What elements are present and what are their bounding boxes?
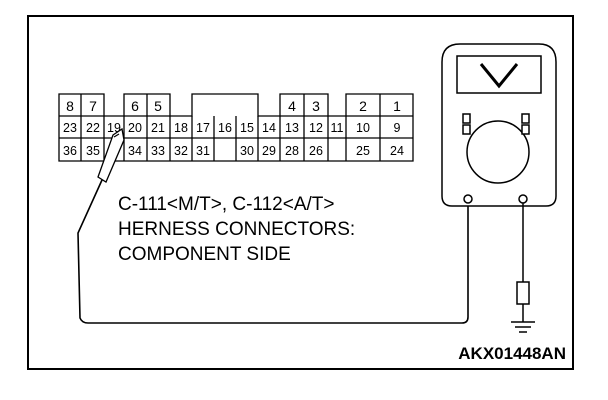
pin-label: 30 — [240, 144, 254, 158]
pin-label: 36 — [63, 144, 77, 158]
pin-label: 8 — [66, 98, 74, 114]
pin-label: 6 — [131, 98, 139, 114]
caption: C-111<M/T>, C-112<A/T> HERNESS CONNECTOR… — [118, 194, 355, 265]
pin-label: 5 — [154, 98, 162, 114]
pin-label: 31 — [196, 144, 210, 158]
caption-line-3: COMPONENT SIDE — [118, 244, 291, 265]
voltmeter-icon — [441, 43, 557, 207]
pin-label: 11 — [331, 121, 344, 135]
pin-label: 21 — [151, 121, 165, 135]
pin-label: 24 — [390, 144, 404, 158]
harness-connector — [58, 93, 414, 162]
pin-label: 32 — [174, 144, 188, 158]
pin-label: 25 — [356, 144, 370, 158]
pin-label: 26 — [309, 144, 323, 158]
pin-label: 3 — [312, 98, 320, 114]
pin-label: 29 — [262, 144, 276, 158]
ground-icon — [511, 203, 535, 333]
pin-label: 20 — [128, 121, 142, 135]
pin-label: 33 — [151, 144, 165, 158]
pin-label: 13 — [285, 121, 299, 135]
pin-label: 17 — [196, 121, 210, 135]
pin-label: 34 — [128, 144, 142, 158]
pin-label: 4 — [288, 98, 296, 114]
pin-label: 14 — [262, 121, 276, 135]
pin-label: 15 — [240, 121, 254, 135]
pin-label: 9 — [394, 121, 401, 135]
test-lead-wire — [77, 179, 469, 324]
pin-label: 28 — [285, 144, 299, 158]
pin-label: 7 — [89, 98, 97, 114]
pin-label: 16 — [218, 121, 232, 135]
connector-row-1: 8 7 6 5 4 3 2 1 — [66, 98, 401, 114]
pin-label: 2 — [359, 98, 367, 114]
pin-label: 22 — [86, 121, 100, 135]
connector-row-2: 23 22 19 20 21 18 17 16 15 14 13 12 11 1… — [63, 121, 400, 135]
caption-line-1: C-111<M/T>, C-112<A/T> — [118, 194, 334, 215]
pin-label: 10 — [356, 121, 370, 135]
connector-row-3: 36 35 34 33 32 31 30 29 28 26 25 24 — [63, 144, 404, 158]
pin-label: 23 — [63, 121, 77, 135]
pin-label: 35 — [86, 144, 100, 158]
pin-label: 18 — [174, 121, 188, 135]
probe-icon — [97, 127, 125, 183]
pin-label: 12 — [309, 121, 323, 135]
caption-line-2: HERNESS CONNECTORS: — [118, 219, 355, 240]
reference-code: AKX01448AN — [458, 344, 566, 363]
pin-label: 1 — [393, 98, 401, 114]
diagram-frame — [27, 15, 574, 370]
